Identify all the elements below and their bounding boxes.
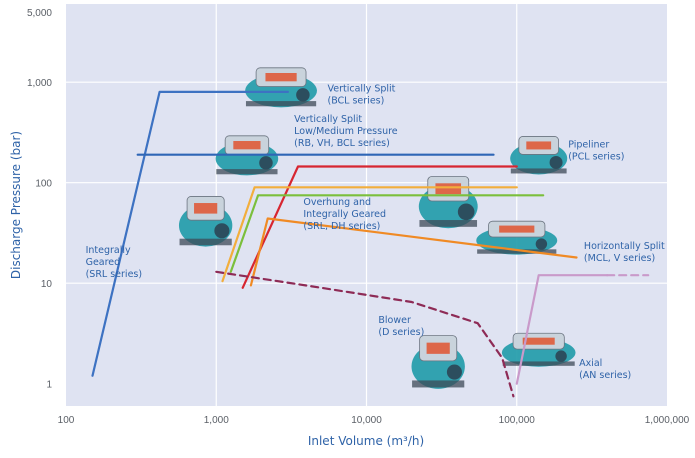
annotation-pcl: Pipeliner(PCL series) [568,139,624,162]
y-tick-label: 1,000 [27,78,52,89]
series-line-srl-dh [249,217,578,287]
x-tick-label: 100,000 [499,415,536,426]
x-tick-label: 1,000,000 [645,415,690,426]
series-annotations: Vertically Split(BCL series) Vertically S… [86,83,665,381]
y-tick-label: 5,000 [27,8,52,19]
x-tick-labels: 100 1,000 10,000 100,000 1,000,000 [58,415,690,426]
bcl-compressor-picture [245,67,317,108]
y-tick-label: 1 [46,380,52,391]
blower-picture [411,335,465,389]
annotation-an: Axial(AN series) [579,358,631,381]
annotation-d: Blower(D series) [378,315,424,338]
series-lines [91,90,650,398]
srl-geared-picture [178,196,233,247]
x-axis-title: Inlet Volume (m³/h) [308,434,424,448]
grid-lines [66,4,667,406]
series-line-srl-green [229,194,545,273]
annotation-bcl: Vertically Split(BCL series) [327,83,395,106]
x-tick-label: 1,000 [204,415,229,426]
y-axis-title: Discharge Pressure (bar) [9,131,23,279]
an-axial-picture [501,332,576,367]
pcl-compressor-picture [510,136,568,175]
rb-vh-compressor-picture [215,135,279,176]
series-line-axial [515,274,609,385]
y-tick-label: 10 [41,279,53,290]
x-tick-label: 10,000 [351,415,382,426]
series-line-bcl [91,90,289,377]
x-tick-label: 100 [58,415,75,426]
series-line-blower [215,270,515,398]
annotation-mcl: Horizontally Split(MCL, V series) [584,241,665,264]
y-tick-label: 100 [35,179,52,190]
dh-compressor-picture [418,176,478,229]
y-tick-labels: 1 10 100 1,000 5,000 [27,8,52,391]
series-line-srl-outer [221,186,518,283]
